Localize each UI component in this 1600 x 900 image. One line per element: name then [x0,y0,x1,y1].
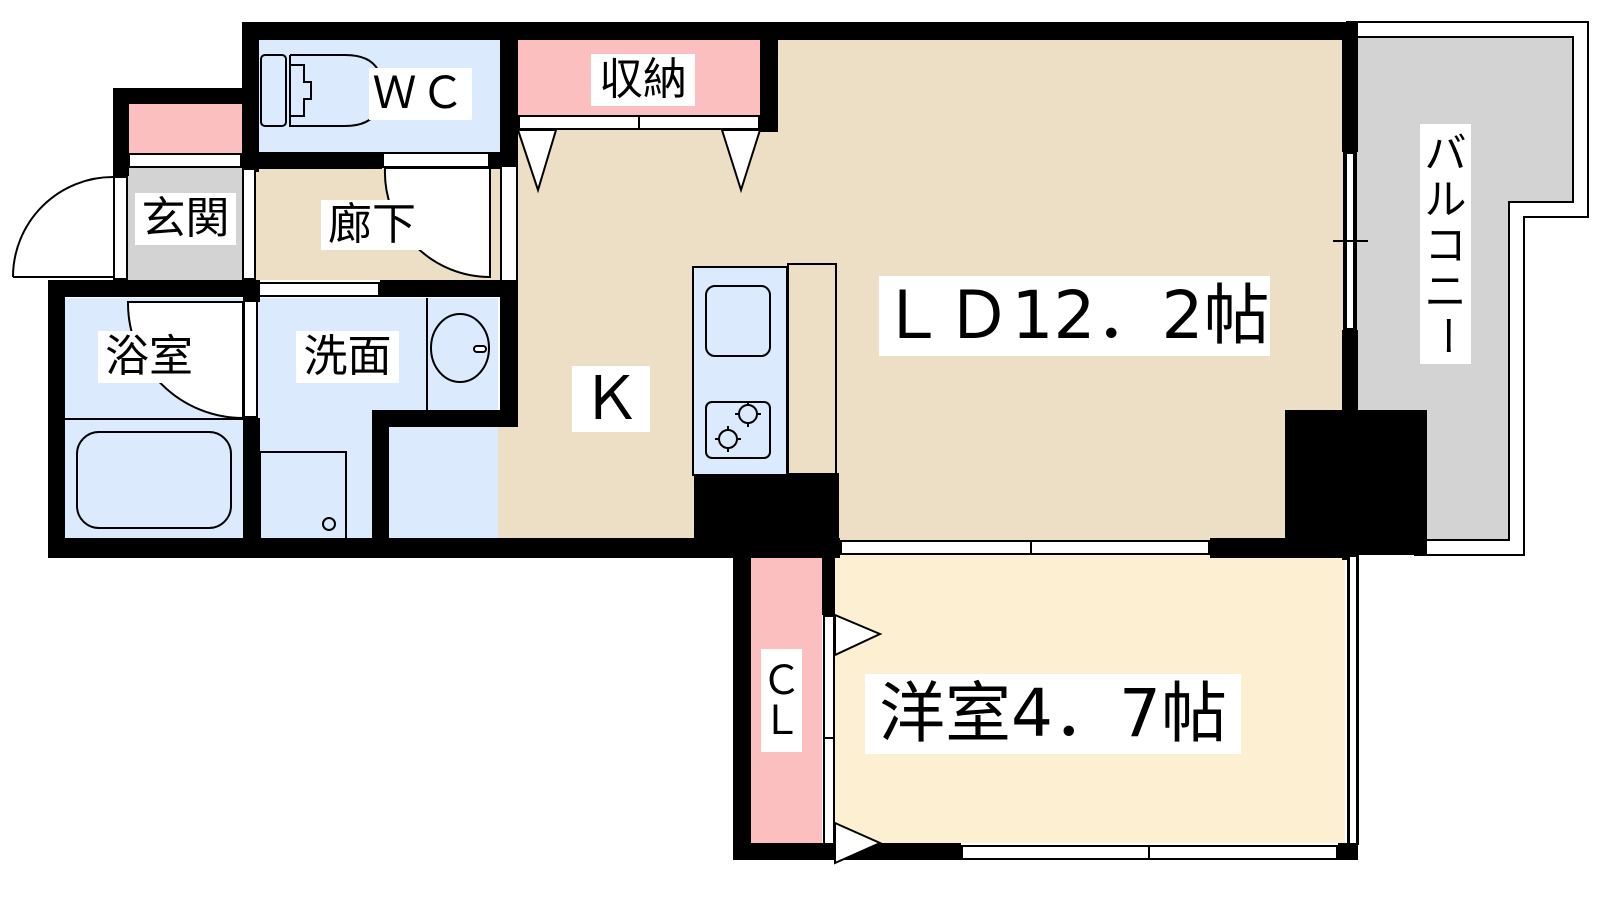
wall [243,418,260,548]
balcony-letter: コ [1424,221,1467,270]
shoe-storage-door [128,153,242,168]
balcony-letter: ー [1421,315,1471,358]
room-label-bathroom: 浴室 [98,331,200,383]
room-label-wc: ＷＣ [369,68,472,120]
room-label-hallway: 廊下 [321,200,423,250]
balcony-letter: バ [1424,128,1467,178]
wall [372,410,389,548]
wall [490,152,518,169]
wall [243,280,260,302]
wall [372,410,518,427]
wall [760,22,778,132]
closet-letter: Ｌ [761,697,802,744]
wall [1338,843,1358,860]
room-label-kitchen: Ｋ [572,366,650,432]
wall [822,555,835,615]
wall [500,22,518,167]
wall [1342,22,1358,152]
window-divider [1148,845,1150,860]
closet-letter: Ｃ [761,657,802,704]
room-label-living-dining: ＬＤ12．2帖 [879,276,1270,356]
wall [1210,538,1358,558]
room-label-closet: Ｃ Ｌ [761,649,802,752]
wall [500,280,518,425]
wall [242,152,382,169]
wall [380,280,518,297]
balcony-letter: ル [1424,174,1467,224]
entrance-shoe-storage [128,103,242,153]
wall [113,88,259,104]
entrance-door-frame [113,176,128,280]
pillar [1285,410,1427,555]
window [1347,555,1359,845]
storage-door-divider [638,115,640,130]
entrance-hall-frame [242,168,256,280]
balcony-letter: ニ [1424,267,1467,317]
wall [48,280,65,558]
closet-door-divider [823,737,835,739]
wall [733,555,751,855]
wall [48,280,258,297]
pillar [694,473,839,558]
room-label-balcony: バ ル コ ニ ー [1420,124,1471,364]
hallway-side-frame [500,167,518,280]
washroom-sliding-door [258,282,380,297]
closet-door [823,615,835,845]
room-label-western-room: 洋室4．7帖 [865,674,1241,754]
window-mark [1333,240,1368,242]
sliding-door-divider [1030,540,1032,555]
room-label-entrance: 玄関 [135,193,236,245]
wall [242,22,1357,40]
sliding-door [840,540,1210,555]
wall [113,88,129,176]
room-label-washroom: 洗面 [296,331,399,383]
room-label-storage: 収納 [591,54,695,106]
